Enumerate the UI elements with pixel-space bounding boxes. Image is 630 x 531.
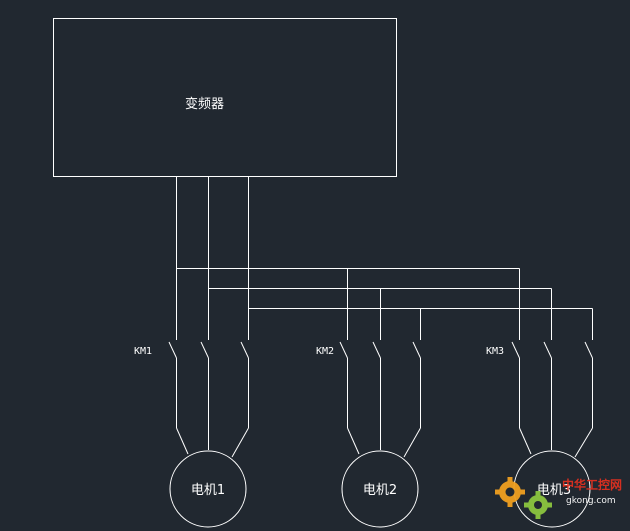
gear-icon [495, 477, 525, 507]
gear-icon [524, 491, 552, 519]
inverter-box [53, 18, 397, 177]
watermark-logo: 中华工控网 gkong.com [495, 477, 622, 519]
motor-label: 电机1 [191, 483, 225, 498]
watermark-name: 中华工控网 [562, 477, 622, 492]
contactor-label: KM1 [134, 346, 152, 357]
bus-bars [176, 268, 593, 309]
contactor-km2: KM2 [316, 341, 421, 359]
inverter-label: 变频器 [185, 96, 224, 112]
motor-2: 电机2 [341, 450, 419, 528]
inverter-output-lines [176, 176, 249, 340]
motor-circle [169, 450, 247, 528]
motor-circle [341, 450, 419, 528]
motor-1: 电机1 [169, 450, 247, 528]
contactor-label: KM3 [486, 346, 504, 357]
watermark-url: gkong.com [566, 496, 616, 506]
motor-leads [176, 358, 593, 458]
motor-label: 电机2 [363, 483, 397, 498]
contactor-label: KM2 [316, 346, 334, 357]
branch-drops [347, 268, 593, 340]
contactor-km1: KM1 [134, 341, 249, 359]
contactor-km3: KM3 [486, 341, 593, 359]
motor-label: 电机3 [537, 483, 571, 498]
